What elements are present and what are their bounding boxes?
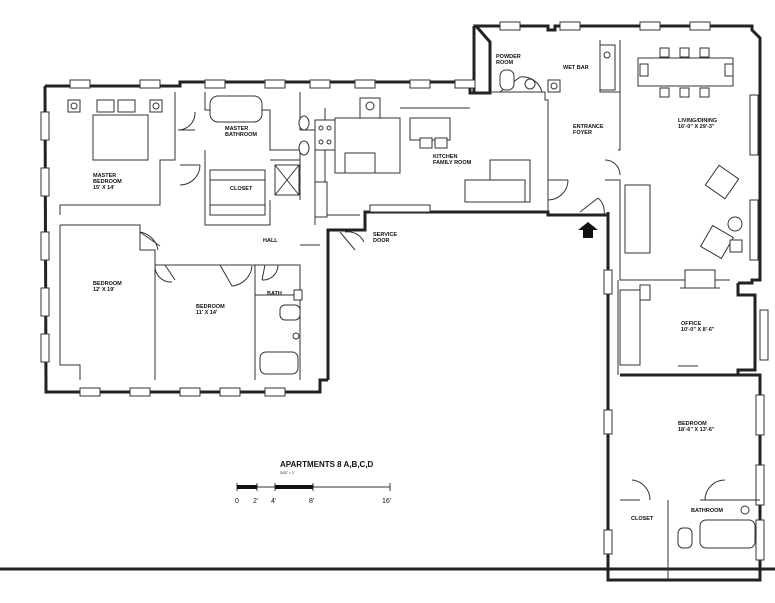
- label-closet-master: CLOSET: [230, 186, 253, 192]
- label-bedroom-2: BEDROOM: [196, 304, 225, 310]
- label-service-door-2: DOOR: [373, 238, 390, 244]
- scale-tick-4: 4': [271, 498, 276, 505]
- label-office-dim: 10'-0" X 8'-6": [681, 327, 715, 333]
- scale-tick-16: 16': [382, 498, 391, 505]
- label-master-bathroom-2: BATHROOM: [225, 132, 257, 138]
- label-bedroom-3-dim: 18'-6" X 13'-6": [678, 427, 715, 433]
- title-block: APARTMENTS 8 A,B,C,D 3/32" = 1' 0 2' 4' …: [235, 460, 391, 505]
- label-service-door-1: SERVICE: [373, 232, 397, 238]
- label-office: OFFICE: [681, 321, 701, 327]
- label-powder-room-1: POWDER: [496, 54, 521, 60]
- label-bedroom-1-dim: 12' X 19': [93, 287, 115, 293]
- label-master-bedroom-1: MASTER: [93, 173, 116, 179]
- label-powder-room-2: ROOM: [496, 60, 514, 66]
- label-bedroom-3: BEDROOM: [678, 421, 707, 427]
- label-living-1: LIVING/DINING: [678, 118, 717, 124]
- label-bedroom-2-dim: 11' X 14': [196, 310, 218, 316]
- exterior-walls: [0, 24, 775, 582]
- label-wet-bar: WET BAR: [563, 65, 589, 71]
- label-living-dim: 16'-0" X 29'-3": [678, 124, 715, 130]
- plan-title: APARTMENTS 8 A,B,C,D: [280, 460, 374, 469]
- scale-tick-8: 8': [309, 498, 314, 505]
- interior-walls: [59, 40, 760, 580]
- windows: [40, 21, 769, 561]
- scale-tick-0: 0: [235, 498, 239, 505]
- scale-bar: [236, 483, 391, 491]
- label-closet-right: CLOSET: [631, 516, 654, 522]
- label-kitchen-1: KITCHEN: [433, 154, 457, 160]
- label-hall: HALL: [263, 238, 278, 244]
- label-entrance-1: ENTRANCE: [573, 124, 604, 130]
- label-bathroom-right: BATHROOM: [691, 508, 723, 514]
- label-kitchen-2: FAMILY ROOM: [433, 160, 472, 166]
- label-bedroom-1: BEDROOM: [93, 281, 122, 287]
- room-labels: POWDER ROOM WET BAR MASTER BATHROOM MAST…: [93, 54, 723, 522]
- scale-tick-2: 2': [253, 498, 258, 505]
- label-master-bathroom-1: MASTER: [225, 126, 248, 132]
- label-bath: BATH: [267, 291, 282, 297]
- label-master-bedroom-dim: 15' X 14': [93, 185, 115, 191]
- label-master-bedroom-2: BEDROOM: [93, 179, 122, 185]
- fixtures: [67, 44, 756, 549]
- entrance-arrow-icon: [578, 222, 598, 238]
- scale-note: 3/32" = 1': [280, 471, 295, 475]
- label-entrance-2: FOYER: [573, 130, 592, 136]
